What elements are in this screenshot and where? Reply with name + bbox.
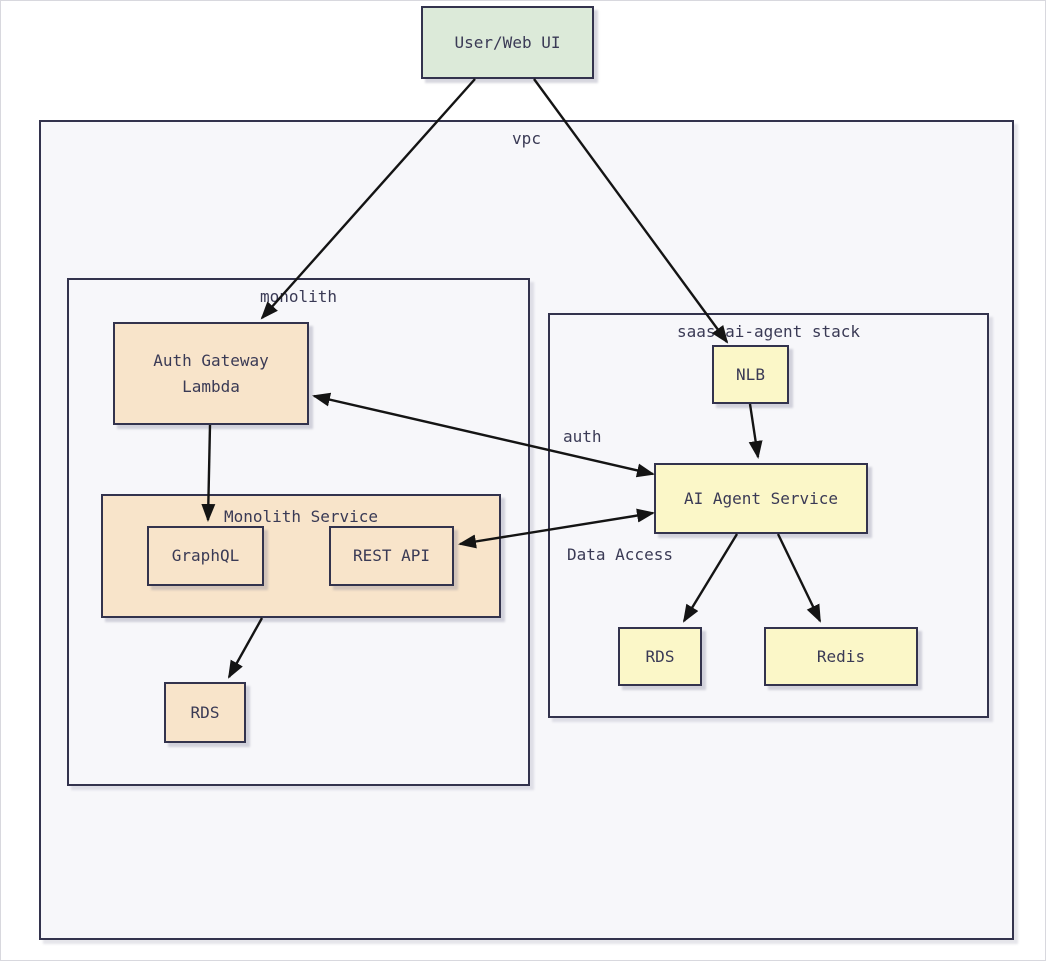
node-user-web-ui-label: User/Web UI — [454, 32, 561, 52]
node-ai-agent-service: AI Agent Service — [654, 463, 868, 534]
node-ai-agent-service-label: AI Agent Service — [683, 488, 839, 508]
node-rest-api-label: REST API — [352, 546, 431, 566]
node-rds-monolith: RDS — [164, 682, 246, 743]
node-user-web-ui: User/Web UI — [421, 6, 594, 79]
node-nlb: NLB — [712, 345, 789, 404]
node-graphql-label: GraphQL — [171, 546, 240, 566]
node-graphql: GraphQL — [147, 526, 264, 586]
node-monolith-service-label: Monolith Service — [223, 507, 379, 526]
node-auth-gateway-lambda: Auth Gateway Lambda — [113, 322, 309, 425]
node-nlb-label: NLB — [736, 364, 765, 384]
node-redis-label: Redis — [816, 646, 866, 666]
node-rds-agent-label: RDS — [645, 646, 675, 666]
node-redis: Redis — [764, 627, 918, 686]
node-auth-gateway-lambda-label: Auth Gateway Lambda — [153, 350, 269, 396]
node-rds-agent: RDS — [618, 627, 702, 686]
node-rest-api: REST API — [329, 526, 454, 586]
edge-label-auth: auth — [563, 427, 602, 446]
saas-stack-label: saas-ai-agent stack — [676, 322, 861, 341]
vpc-label: vpc — [512, 129, 541, 148]
node-rds-monolith-label: RDS — [190, 702, 220, 722]
edge-label-data-access: Data Access — [567, 545, 673, 564]
monolith-label: monolith — [259, 287, 338, 306]
